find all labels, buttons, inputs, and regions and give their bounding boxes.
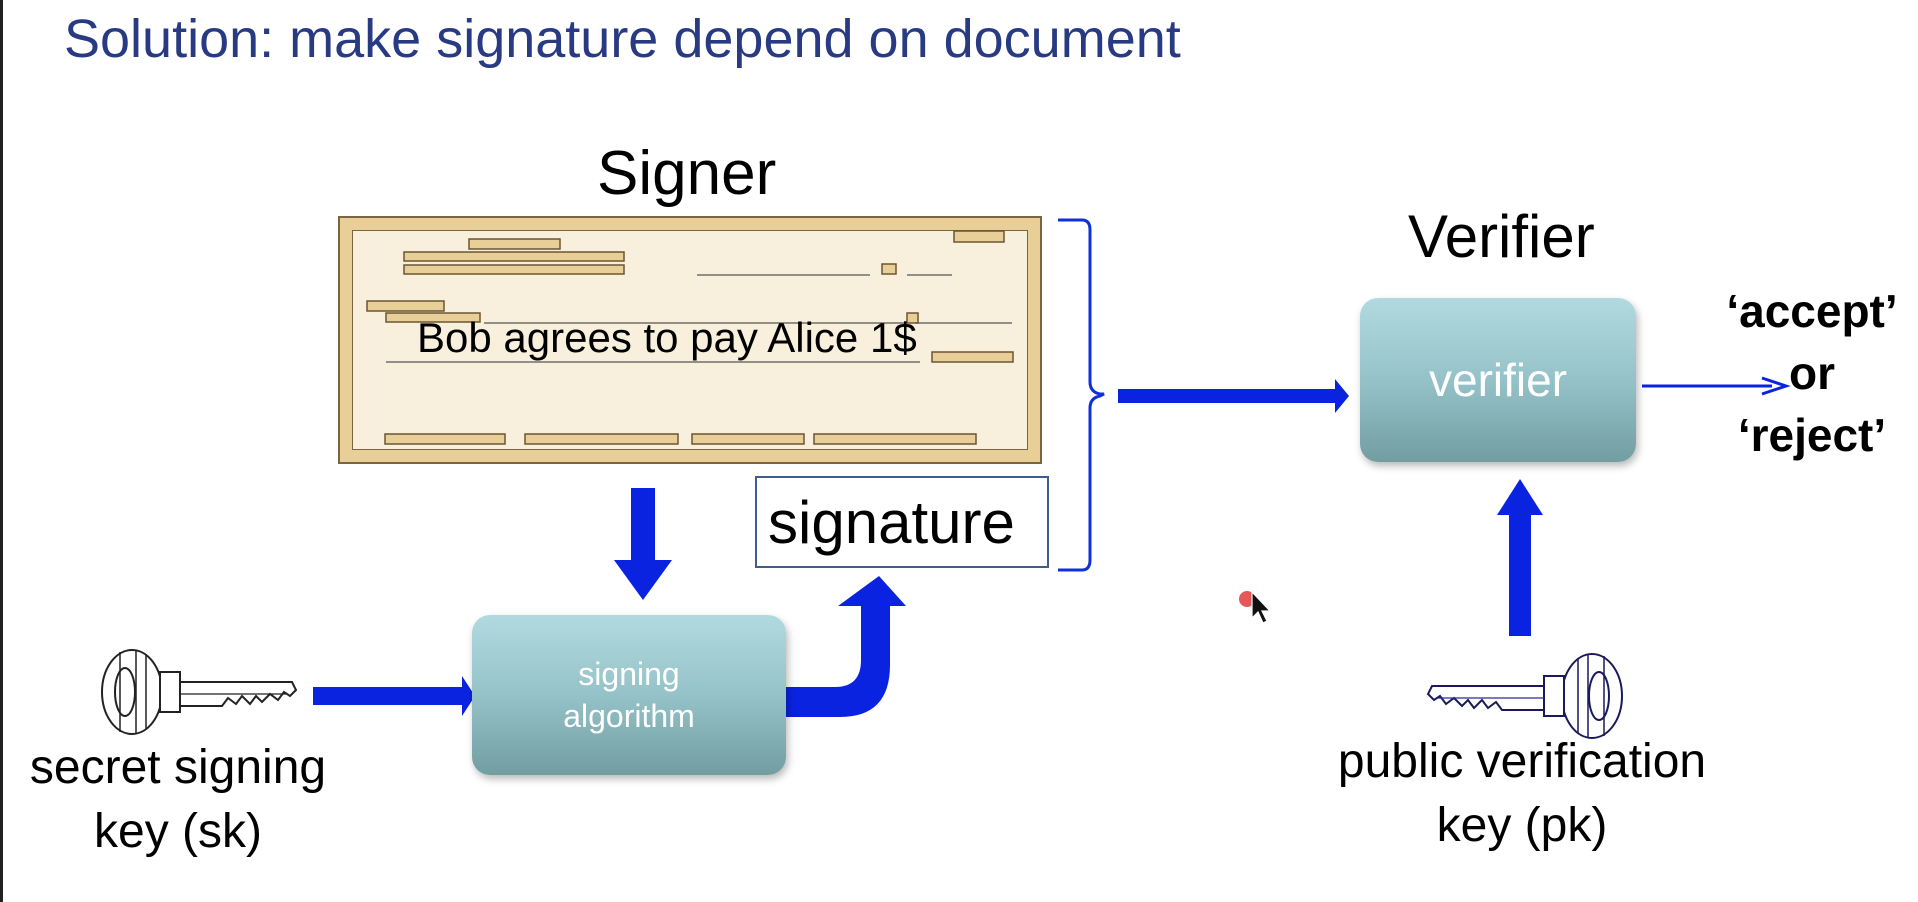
secret-key-label: secret signing key (sk)	[0, 736, 356, 864]
cursor-icon	[1239, 590, 1272, 624]
check-field	[931, 351, 1014, 363]
output-reject: ‘reject’	[1737, 409, 1887, 461]
slide-title: Solution: make signature depend on docum…	[64, 9, 1181, 69]
arrow-down-to-signing	[614, 488, 672, 600]
flow-arrows	[313, 379, 1543, 717]
output-or: or	[1789, 347, 1835, 399]
signer-heading: Signer	[597, 139, 777, 208]
check-field	[403, 251, 625, 262]
signature-label: signature	[768, 489, 1015, 556]
arrow-to-verifier	[1118, 379, 1349, 413]
check-field	[881, 263, 897, 275]
verifier-box: verifier	[1360, 298, 1636, 462]
secret-key-line2: key (sk)	[94, 805, 262, 858]
key-icon	[1426, 653, 1623, 739]
key-icon	[101, 649, 298, 735]
check-field	[366, 300, 445, 312]
check-lines	[386, 274, 1012, 363]
document-signature-brace	[1058, 218, 1105, 572]
check-field	[403, 264, 625, 275]
check-field	[524, 433, 679, 445]
public-key-line2: key (pk)	[1436, 799, 1608, 852]
check-field	[385, 312, 481, 323]
check-field	[813, 433, 977, 445]
signature-box	[755, 476, 1049, 568]
check-decorations	[366, 230, 1014, 445]
slide-left-border	[0, 0, 3, 902]
check-field	[906, 312, 919, 324]
signing-algorithm-box: signing algorithm	[472, 615, 786, 775]
verifier-output: ‘accept’ or ‘reject’	[1706, 280, 1918, 466]
check-field	[468, 238, 561, 250]
arrow-pk-to-verifier	[1497, 479, 1543, 636]
public-key-label: public verification key (pk)	[1300, 730, 1744, 858]
output-accept: ‘accept’	[1726, 285, 1898, 337]
secret-key-line1: secret signing	[29, 741, 327, 794]
verifier-heading: Verifier	[1408, 203, 1595, 270]
check-field	[691, 433, 805, 445]
document-text: Bob agrees to pay Alice 1$	[417, 314, 917, 361]
arrow-to-output	[1642, 376, 1791, 396]
check-field	[384, 433, 506, 445]
check-field	[953, 230, 1005, 243]
arrow-sk-to-signing	[313, 676, 475, 716]
public-key-line1: public verification	[1337, 735, 1707, 788]
arrow-signing-to-signature	[779, 576, 906, 717]
